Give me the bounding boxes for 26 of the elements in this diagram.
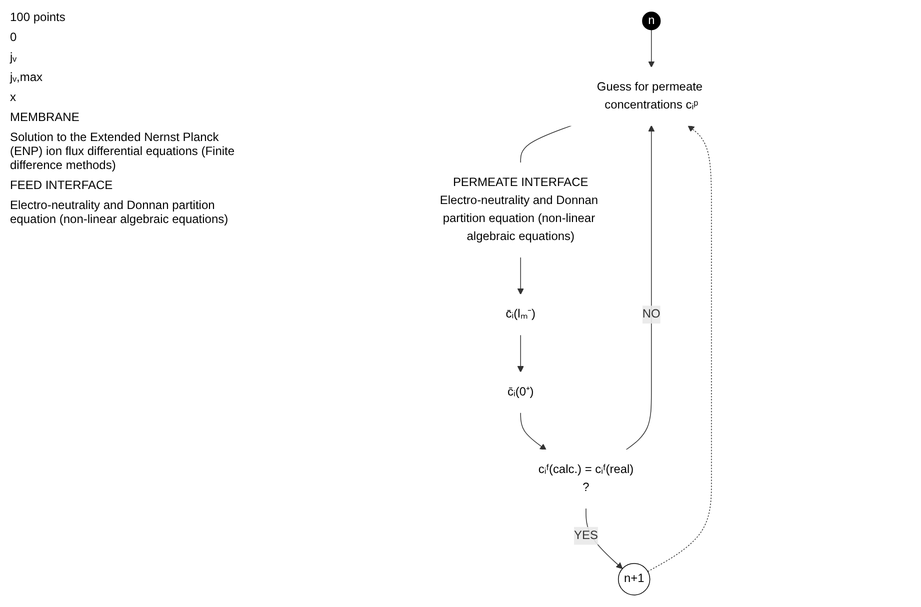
arrow — [648, 30, 654, 68]
note-text: FEED INTERFACE — [10, 178, 114, 192]
edge-label: YES — [574, 529, 598, 542]
arrow — [516, 334, 524, 372]
node-circle: n+1 — [617, 563, 650, 596]
connector — [520, 125, 572, 164]
arrow — [520, 412, 546, 450]
note-text: x — [10, 90, 17, 104]
edge-label: NO — [642, 308, 660, 321]
note-text: jᵥ,max — [10, 70, 44, 84]
note-text: 0 — [10, 30, 18, 44]
note-text: MEMBRANE — [10, 110, 80, 124]
node-circle: n — [642, 12, 660, 30]
node-text: cᵢᶠ(calc.) = cᵢᶠ(real) ? — [538, 463, 634, 494]
note-text: 100 points — [10, 10, 66, 24]
arrow — [585, 508, 622, 569]
arrow — [624, 125, 654, 450]
node-text: c̄ᵢ(lₘ⁻) — [505, 308, 535, 321]
node-text: Guess for permeate concentrations cᵢᵖ — [596, 80, 702, 112]
note-text: Solution to the Extended Nernst Planck (ENP) ion flux differential equations (Finite difference methods) — [10, 130, 236, 172]
arrow — [516, 256, 524, 295]
note-text: Electro-neutrality and Donnan partition equation (non-linear algebraic equations) — [10, 198, 230, 226]
node-text: c̄ᵢ(0⁺) — [507, 386, 534, 398]
note-text: jᵥ — [10, 50, 18, 64]
node-text: PERMEATE INTERFACE Electro-neutrality and Donnan partition equation (non-linear algebraic equations) — [439, 176, 598, 243]
arrow — [646, 125, 712, 572]
